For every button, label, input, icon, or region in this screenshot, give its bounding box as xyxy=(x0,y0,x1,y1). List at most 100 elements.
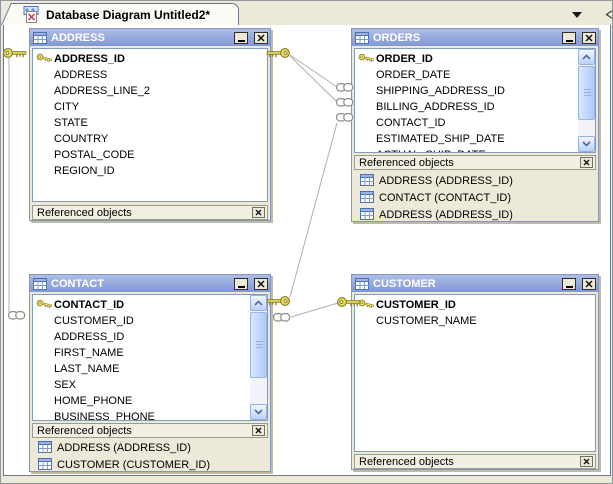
field-row[interactable]: CUSTOMER_ID xyxy=(355,297,595,313)
minimize-icon xyxy=(237,39,245,42)
field-row[interactable]: POSTAL_CODE xyxy=(54,149,135,161)
referenced-objects-list: ADDRESS (ADDRESS_ID) CUSTOMER (CUSTOMER_… xyxy=(32,439,268,473)
referenced-object-item[interactable]: ADDRESS (ADDRESS_ID) xyxy=(354,206,596,223)
database-diagram-icon xyxy=(23,6,39,23)
orders-titlebar[interactable]: ORDERS xyxy=(352,29,598,46)
scroll-up-button[interactable] xyxy=(578,49,595,65)
tab-database-diagram[interactable]: Database Diagram Untitled2* xyxy=(15,3,239,25)
referenced-object-item[interactable]: CUSTOMER (CUSTOMER_ID) xyxy=(32,456,268,473)
field-row[interactable]: LAST_NAME xyxy=(54,363,120,375)
field-row[interactable]: REGION_ID xyxy=(54,165,115,177)
field-row[interactable]: CUSTOMER_ID xyxy=(54,315,134,327)
close-button[interactable] xyxy=(254,31,268,44)
field-row[interactable]: CONTACT_ID xyxy=(33,297,267,313)
table-icon xyxy=(355,31,369,44)
scroll-down-button[interactable] xyxy=(250,404,267,420)
orders-field-list: ORDER_ID ORDER_DATE SHIPPING_ADDRESS_ID … xyxy=(354,48,596,153)
vertical-scrollbar[interactable] xyxy=(250,295,267,420)
field-row[interactable]: COUNTRY xyxy=(54,133,109,145)
field-row[interactable]: BUSINESS_PHONE xyxy=(54,411,155,421)
contact-field-list: CONTACT_ID CUSTOMER_ID ADDRESS_ID FIRST_… xyxy=(32,294,268,421)
referenced-close-button[interactable] xyxy=(580,456,593,467)
tab-list-dropdown-icon[interactable] xyxy=(572,12,582,18)
window-title: CONTACT xyxy=(51,277,104,290)
close-button[interactable] xyxy=(582,277,596,290)
address-titlebar[interactable]: ADDRESS xyxy=(30,29,270,46)
close-icon xyxy=(257,33,265,42)
field-row[interactable]: BILLING_ADDRESS_ID xyxy=(376,101,495,113)
scroll-down-button[interactable] xyxy=(578,136,595,152)
referenced-object-item[interactable]: CONTACT (CONTACT_ID) xyxy=(354,189,596,206)
table-icon xyxy=(360,191,374,203)
field-row[interactable]: CUSTOMER_NAME xyxy=(376,315,477,327)
referenced-objects-list: ADDRESS (ADDRESS_ID) CONTACT (CONTACT_ID… xyxy=(354,172,596,223)
scrollbar-thumb[interactable] xyxy=(250,312,267,378)
minimize-icon xyxy=(565,285,573,288)
address-field-list: ADDRESS_ID ADDRESS ADDRESS_LINE_2 CITY S… xyxy=(32,48,268,202)
thumb-grip-icon xyxy=(256,341,263,348)
scrollbar-thumb[interactable] xyxy=(578,66,595,120)
referenced-object-item[interactable]: ADDRESS (ADDRESS_ID) xyxy=(32,439,268,456)
tab-strip: Database Diagram Untitled2* xyxy=(1,1,613,25)
referenced-close-button[interactable] xyxy=(252,425,265,436)
field-row[interactable]: CITY xyxy=(54,101,80,113)
chevron-down-icon xyxy=(254,409,263,415)
table-icon xyxy=(355,277,369,290)
entity-window-contact[interactable]: CONTACT CONTACT_ID CUSTOMER_ID ADDRESS_I… xyxy=(29,274,271,472)
referenced-objects-header: Referenced objects xyxy=(32,205,268,220)
entity-window-customer[interactable]: CUSTOMER CUSTOMER_ID CUSTOMER_NAME Refer… xyxy=(351,274,599,470)
primary-key-icon xyxy=(36,53,52,64)
referenced-close-button[interactable] xyxy=(252,207,265,218)
close-icon xyxy=(585,279,593,288)
field-row[interactable]: ACTUAL_SHIP_DATE xyxy=(355,147,595,152)
field-row[interactable]: FIRST_NAME xyxy=(54,347,124,359)
field-row[interactable]: HOME_PHONE xyxy=(54,395,133,407)
minimize-button[interactable] xyxy=(562,277,576,290)
vertical-scrollbar[interactable] xyxy=(578,49,595,152)
chevron-down-icon xyxy=(582,141,591,147)
minimize-button[interactable] xyxy=(234,31,248,44)
customer-titlebar[interactable]: CUSTOMER xyxy=(352,275,598,292)
minimize-button[interactable] xyxy=(562,31,576,44)
close-icon xyxy=(585,33,593,42)
tab-scroll-left-icon[interactable] xyxy=(604,8,613,21)
field-row[interactable]: ORDER_ID xyxy=(355,51,595,67)
field-row[interactable]: STATE xyxy=(54,117,88,129)
entity-window-address[interactable]: ADDRESS ADDRESS_ID ADDRESS ADDRESS_LINE_… xyxy=(29,28,271,221)
field-row[interactable]: ESTIMATED_SHIP_DATE xyxy=(376,133,505,145)
table-icon xyxy=(33,277,47,290)
minimize-button[interactable] xyxy=(234,277,248,290)
window-title: ADDRESS xyxy=(51,31,105,44)
close-icon xyxy=(255,427,262,434)
close-button[interactable] xyxy=(582,31,596,44)
field-row[interactable]: CONTACT_ID xyxy=(376,117,446,129)
minimize-icon xyxy=(237,285,245,288)
close-icon xyxy=(255,209,262,216)
tab-title: Database Diagram Untitled2* xyxy=(46,7,211,22)
thumb-grip-icon xyxy=(584,89,591,96)
minimize-icon xyxy=(565,39,573,42)
referenced-close-button[interactable] xyxy=(580,157,593,168)
scroll-up-button[interactable] xyxy=(250,295,267,311)
window-title: ORDERS xyxy=(373,31,421,44)
field-row[interactable]: ADDRESS_LINE_2 xyxy=(54,85,150,97)
table-icon xyxy=(360,174,374,186)
referenced-object-item[interactable]: ADDRESS (ADDRESS_ID) xyxy=(354,172,596,189)
table-icon xyxy=(38,441,52,453)
contact-titlebar[interactable]: CONTACT xyxy=(30,275,270,292)
table-icon xyxy=(38,458,52,470)
field-row[interactable]: SHIPPING_ADDRESS_ID xyxy=(376,85,505,97)
field-row[interactable]: ADDRESS xyxy=(54,69,108,81)
window-title: CUSTOMER xyxy=(373,277,436,290)
field-row[interactable]: SEX xyxy=(54,379,77,391)
referenced-objects-header: Referenced objects xyxy=(354,155,596,170)
referenced-objects-header: Referenced objects xyxy=(354,454,596,469)
field-row[interactable]: ADDRESS_ID xyxy=(54,331,125,343)
close-icon xyxy=(583,458,590,465)
field-row[interactable]: ADDRESS_ID xyxy=(33,51,267,67)
customer-field-list: CUSTOMER_ID CUSTOMER_NAME xyxy=(354,294,596,452)
entity-window-orders[interactable]: ORDERS ORDER_ID ORDER_DATE SHIPPING_ADDR… xyxy=(351,28,599,222)
field-row[interactable]: ORDER_DATE xyxy=(376,69,451,81)
close-button[interactable] xyxy=(254,277,268,290)
